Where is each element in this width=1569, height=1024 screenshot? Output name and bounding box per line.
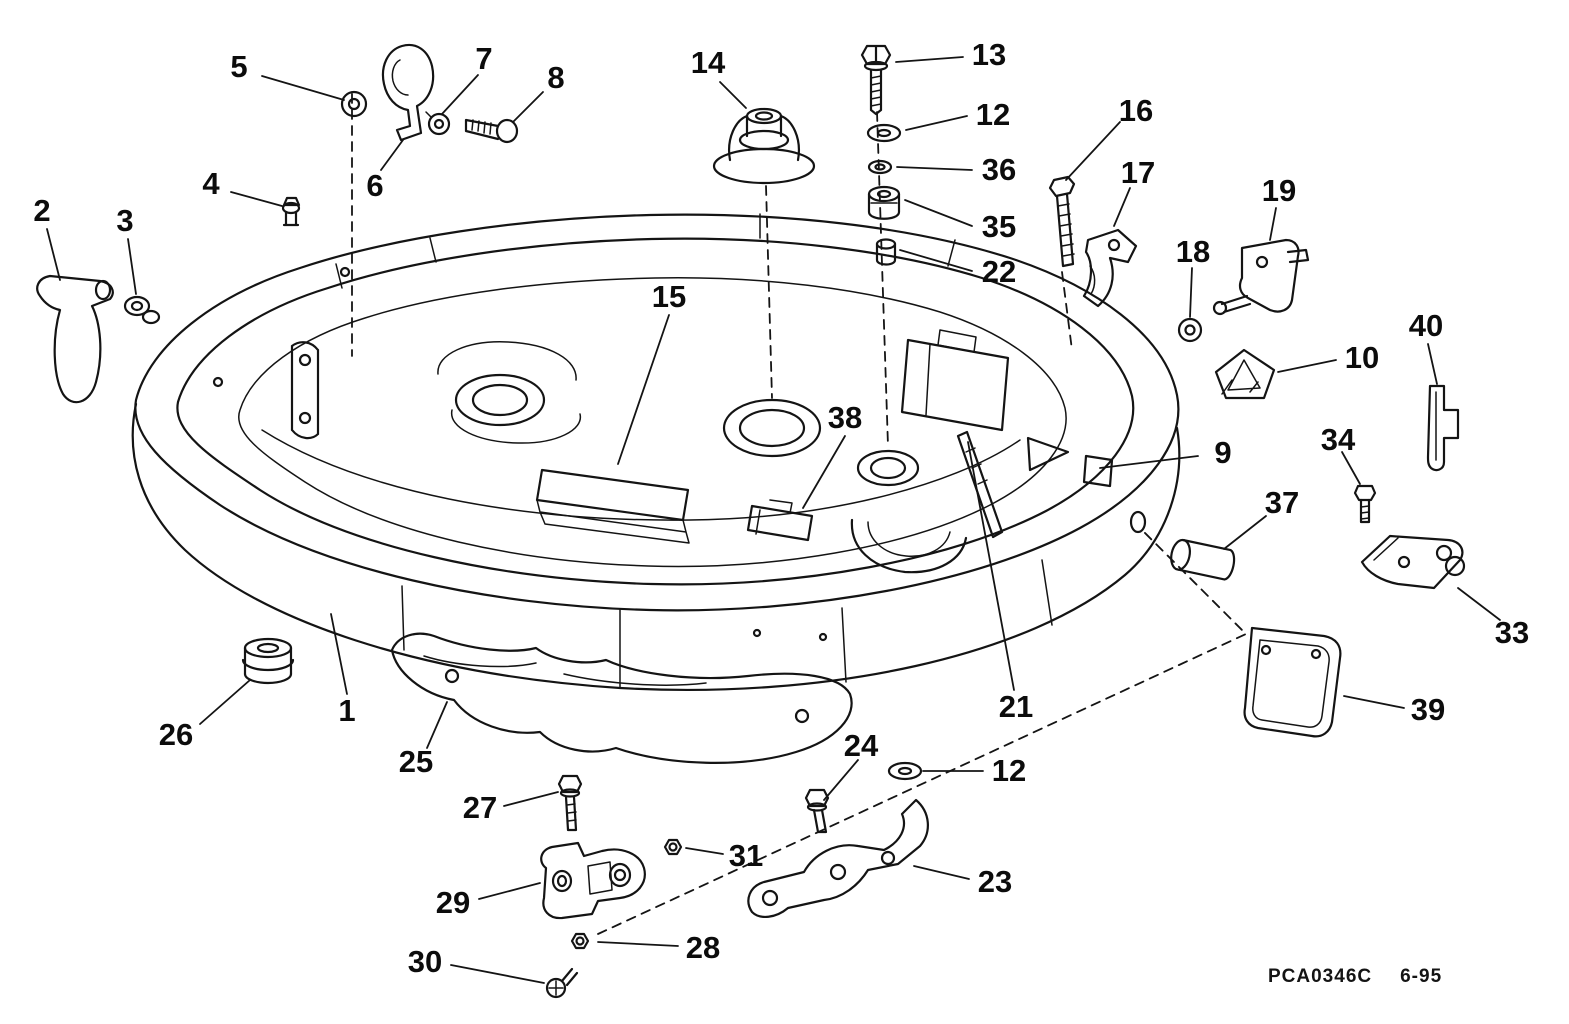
part-24-bolt xyxy=(804,788,830,834)
part-34-screw xyxy=(1353,484,1377,524)
part-2-handle xyxy=(36,274,114,404)
part-26-grommet xyxy=(241,637,295,685)
callout-40: 40 xyxy=(1408,308,1444,343)
part-39-plate xyxy=(1243,626,1342,738)
assembly-axis-lines xyxy=(351,93,1247,935)
callout-5: 5 xyxy=(230,49,248,84)
callout-39: 39 xyxy=(1410,692,1446,727)
callout-2: 2 xyxy=(33,193,51,228)
part-13-bolt xyxy=(860,44,892,116)
drawing-code-date: 6-95 xyxy=(1400,966,1443,987)
part-27-bolt xyxy=(557,774,583,832)
callout-30: 30 xyxy=(407,944,443,979)
callout-27: 27 xyxy=(462,790,498,825)
part-10-wedge xyxy=(1214,348,1276,400)
part-7-washer xyxy=(425,111,451,136)
part-9-keeper xyxy=(1082,454,1114,488)
callout-35: 35 xyxy=(981,209,1017,244)
part-8-bolt xyxy=(464,118,519,144)
callout-38: 38 xyxy=(827,400,863,435)
callout-25: 25 xyxy=(398,744,434,779)
part-17-clamp xyxy=(1082,228,1138,308)
part-25-gasket xyxy=(390,632,853,764)
part-16-bolt xyxy=(1048,175,1076,268)
callout-14: 14 xyxy=(690,45,726,80)
part-15-plate xyxy=(535,468,690,544)
part-3-washers xyxy=(123,295,161,325)
callout-13: 13 xyxy=(971,37,1007,72)
callout-26: 26 xyxy=(158,717,194,752)
drawing-code-number: PCA0346C xyxy=(1268,966,1373,987)
part-38-bracket xyxy=(746,499,814,542)
part-4-fitting xyxy=(281,196,301,227)
part-12-washer-bottom xyxy=(887,761,923,781)
callout-8: 8 xyxy=(547,60,565,95)
part-35-grommet xyxy=(867,185,901,220)
callout-28: 28 xyxy=(685,930,721,965)
part-12-washer-top xyxy=(866,123,902,143)
callout-6: 6 xyxy=(366,168,384,203)
callout-12b: 12 xyxy=(991,753,1027,788)
callout-22: 22 xyxy=(981,254,1017,289)
part-18-washer xyxy=(1177,317,1203,343)
callout-23: 23 xyxy=(977,864,1013,899)
part-14-grommet xyxy=(712,107,816,185)
part-33-bracket xyxy=(1360,534,1466,590)
callout-9: 9 xyxy=(1214,435,1232,470)
part-31-nut xyxy=(663,838,683,856)
drawing-code: PCA0346C 6-95 xyxy=(1268,966,1442,988)
part-1-lower-cover xyxy=(131,213,1181,691)
callout-16: 16 xyxy=(1118,93,1154,128)
part-37-roller xyxy=(1170,538,1236,581)
callout-37: 37 xyxy=(1264,485,1300,520)
part-6-hook xyxy=(381,43,435,142)
part-28-nut xyxy=(570,932,590,950)
part-36-washer xyxy=(867,159,893,175)
part-21-pin xyxy=(956,430,1004,539)
callout-24: 24 xyxy=(843,728,879,763)
part-19-latch xyxy=(1212,238,1310,316)
callout-34: 34 xyxy=(1320,422,1356,457)
callout-18: 18 xyxy=(1175,234,1211,269)
part-29-clamp xyxy=(540,841,646,920)
callout-3: 3 xyxy=(116,203,134,238)
callout-17: 17 xyxy=(1120,155,1156,190)
callout-15: 15 xyxy=(651,279,687,314)
part-40-clip xyxy=(1426,384,1460,472)
callout-29: 29 xyxy=(435,885,471,920)
part-23-link-arm xyxy=(747,798,929,918)
callout-7: 7 xyxy=(475,41,493,76)
callout-21: 21 xyxy=(998,689,1034,724)
callout-19: 19 xyxy=(1261,173,1297,208)
callout-33: 33 xyxy=(1494,615,1530,650)
callout-36: 36 xyxy=(981,152,1017,187)
callout-12a: 12 xyxy=(975,97,1011,132)
callout-10: 10 xyxy=(1344,340,1380,375)
part-22-spacer xyxy=(875,238,897,266)
callout-4: 4 xyxy=(202,166,220,201)
callout-1: 1 xyxy=(338,693,356,728)
part-5-washer xyxy=(340,90,368,118)
part-30-screw xyxy=(545,967,579,999)
leader-lines xyxy=(46,56,1501,984)
callout-31: 31 xyxy=(728,838,764,873)
